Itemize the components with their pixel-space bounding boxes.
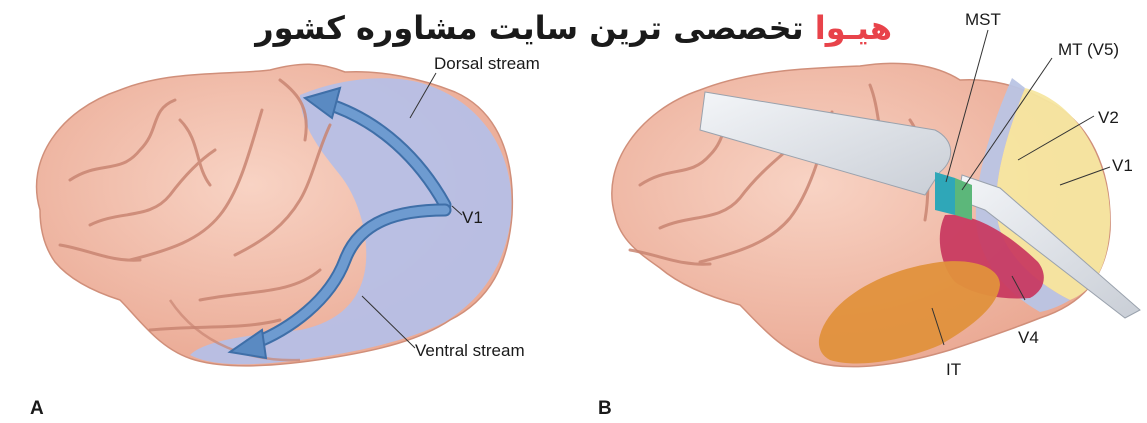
label-v1-a: V1 xyxy=(462,208,483,228)
label-mt-v5: MT (V5) xyxy=(1058,40,1119,60)
label-dorsal-stream: Dorsal stream xyxy=(434,54,540,74)
watermark-text: هیـوا تخصصی ترین سایت مشاوره کشور xyxy=(262,6,892,50)
label-v2: V2 xyxy=(1098,108,1119,128)
label-v1-b: V1 xyxy=(1112,156,1133,176)
label-mst: MST xyxy=(965,10,1001,30)
panel-letter-a: A xyxy=(30,398,44,420)
watermark-slogan: تخصصی ترین سایت مشاوره کشور xyxy=(255,9,803,47)
panel-letter-b: B xyxy=(598,398,612,420)
area-mst xyxy=(935,172,955,215)
area-mt xyxy=(955,178,972,220)
label-v4: V4 xyxy=(1018,328,1039,348)
watermark-brand: هیـوا xyxy=(815,9,892,47)
panel-b-brain xyxy=(612,63,1110,366)
label-ventral-stream: Ventral stream xyxy=(415,341,525,361)
label-it: IT xyxy=(946,360,961,380)
